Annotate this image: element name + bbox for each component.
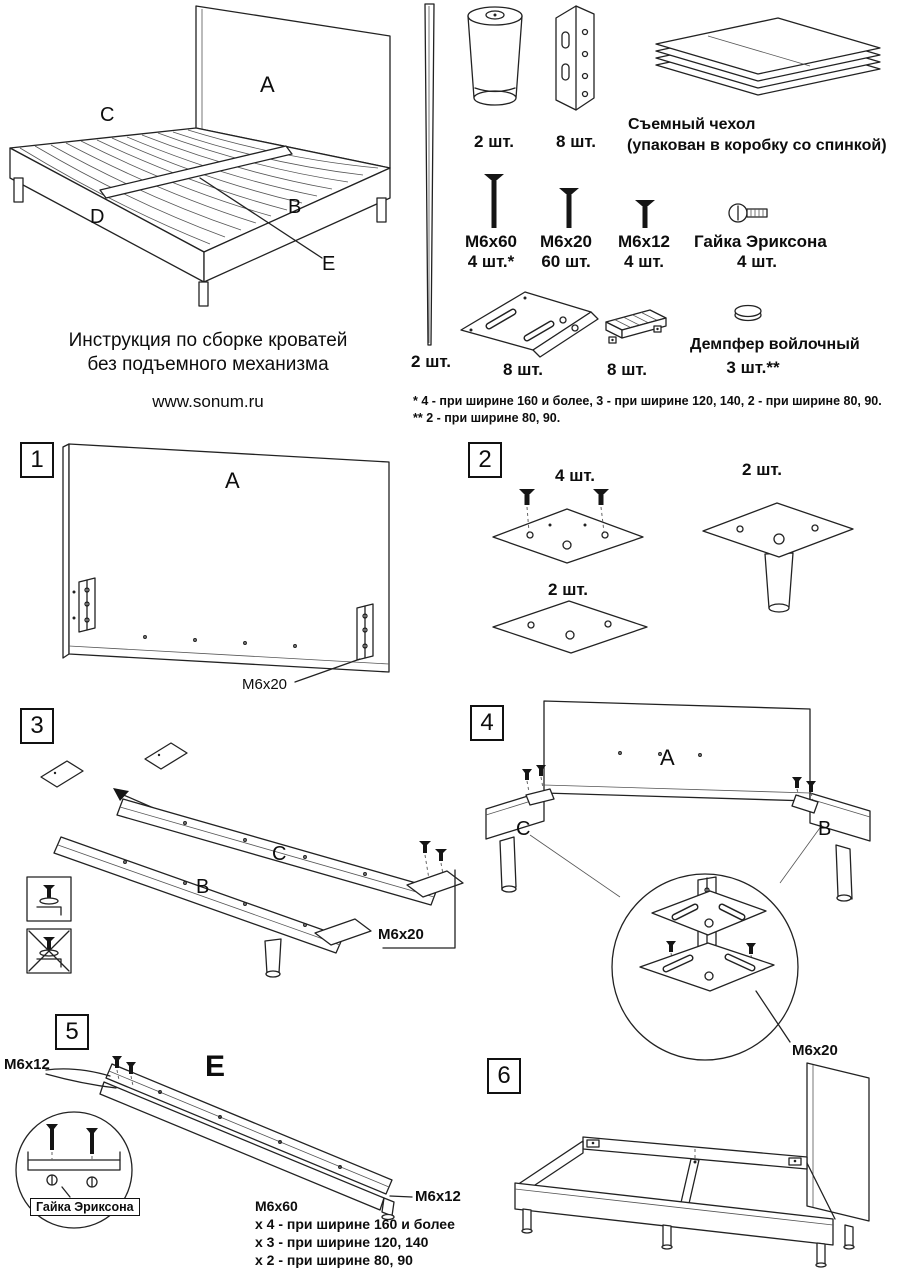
cover-label-line2: (упакован в коробку со спинкой)	[627, 137, 887, 154]
step2-number: 2	[468, 442, 502, 478]
cover-part-drawing	[655, 17, 881, 96]
step4-number: 4	[470, 705, 504, 741]
footnote-2: ** 2 - при ширине 80, 90.	[413, 411, 561, 425]
felt-damper-icon	[734, 304, 762, 322]
step4-drawing	[485, 700, 871, 1061]
overview-label-a: A	[260, 72, 275, 97]
step5-label-e: E	[205, 1050, 226, 1083]
step1-bolt-label: М6х20	[242, 676, 288, 693]
step3-drawing	[26, 742, 464, 978]
step5-number: 5	[55, 1014, 89, 1050]
footnote-1: * 4 - при ширине 160 и более, 3 - при ши…	[413, 394, 882, 408]
page-title-line1: Инструкция по сборке кроватей	[68, 330, 348, 351]
step6-drawing	[514, 1062, 870, 1268]
slat-holder-qty: 8 шт.	[607, 360, 647, 379]
bolt-m6x60-qty: 4 шт.*	[467, 252, 515, 271]
step5-drawing	[15, 1056, 413, 1229]
center-beam	[99, 145, 293, 199]
bed-overview-drawing	[9, 5, 391, 307]
step3-label-b: B	[196, 876, 210, 898]
step2-qty-top: 4 шт.	[555, 466, 595, 485]
step5-bolt-left-label: М6х12	[4, 1056, 50, 1073]
erikson-nut-icon	[728, 203, 768, 223]
overview-label-c: C	[100, 104, 115, 126]
leg-part-drawing	[467, 6, 523, 106]
step5-bolt-right-label: М6х12	[415, 1188, 461, 1205]
step1-number: 1	[20, 442, 54, 478]
step2-drawing	[492, 489, 854, 654]
overview-label-b: B	[288, 196, 302, 218]
page-title-line2: без подъемного механизма	[87, 354, 329, 375]
felt-damper-name: Демпфер войлочный	[690, 336, 860, 353]
bracket-qty: 8 шт.	[556, 132, 596, 151]
step5-nut-label: Гайка Эриксона	[30, 1198, 140, 1217]
website-url: www.sonum.ru	[152, 392, 264, 411]
step5-note-line4: х 2 - при ширине 80, 90	[255, 1252, 413, 1268]
cover-label-line1: Съемный чехол	[628, 116, 756, 133]
slat-holder-icon	[605, 309, 667, 344]
felt-damper-qty: 3 шт.**	[726, 358, 780, 377]
erikson-nut-qty: 4 шт.	[737, 252, 777, 271]
step5-note-line2: х 4 - при ширине 160 и более	[255, 1216, 455, 1232]
step4-label-b: B	[818, 818, 832, 840]
step4-bolt-label: М6х20	[792, 1042, 838, 1059]
bolt-m6x60-icon	[484, 174, 504, 228]
step4-label-a: A	[660, 745, 675, 770]
step3-number: 3	[20, 708, 54, 744]
bolt-m6x20-qty: 60 шт.	[541, 252, 591, 271]
bolt-m6x12-name: М6х12	[618, 232, 670, 251]
bolt-m6x12-qty: 4 шт.	[624, 252, 664, 271]
step1-label-a: A	[225, 468, 240, 493]
step3-bolt-label: М6х20	[378, 926, 424, 943]
step2-qty-bottom: 2 шт.	[548, 580, 588, 599]
erikson-nut-name: Гайка Эриксона	[694, 232, 827, 251]
side-rail-qty: 2 шт.	[411, 352, 451, 371]
step3-label-c: C	[272, 843, 287, 865]
step5-note-line1: М6х60	[255, 1198, 298, 1214]
corner-bracket-icon	[460, 291, 599, 358]
leg-qty: 2 шт.	[474, 132, 514, 151]
bolt-m6x20-name: М6х20	[540, 232, 592, 251]
overview-label-e: E	[322, 253, 336, 275]
step6-number: 6	[487, 1058, 521, 1094]
bolt-m6x20-icon	[559, 188, 579, 228]
bolt-m6x60-name: М6х60	[465, 232, 517, 251]
step4-label-c: C	[516, 818, 531, 840]
step5-note-line3: х 3 - при ширине 120, 140	[255, 1234, 429, 1250]
bolt-m6x12-icon	[635, 200, 655, 228]
corner-bracket-qty: 8 шт.	[503, 360, 543, 379]
bracket-part-drawing	[555, 5, 595, 111]
step2-qty-right: 2 шт.	[742, 460, 782, 479]
side-rail-part-drawing	[424, 3, 435, 346]
step1-drawing	[62, 443, 390, 683]
overview-label-d: D	[90, 206, 105, 228]
